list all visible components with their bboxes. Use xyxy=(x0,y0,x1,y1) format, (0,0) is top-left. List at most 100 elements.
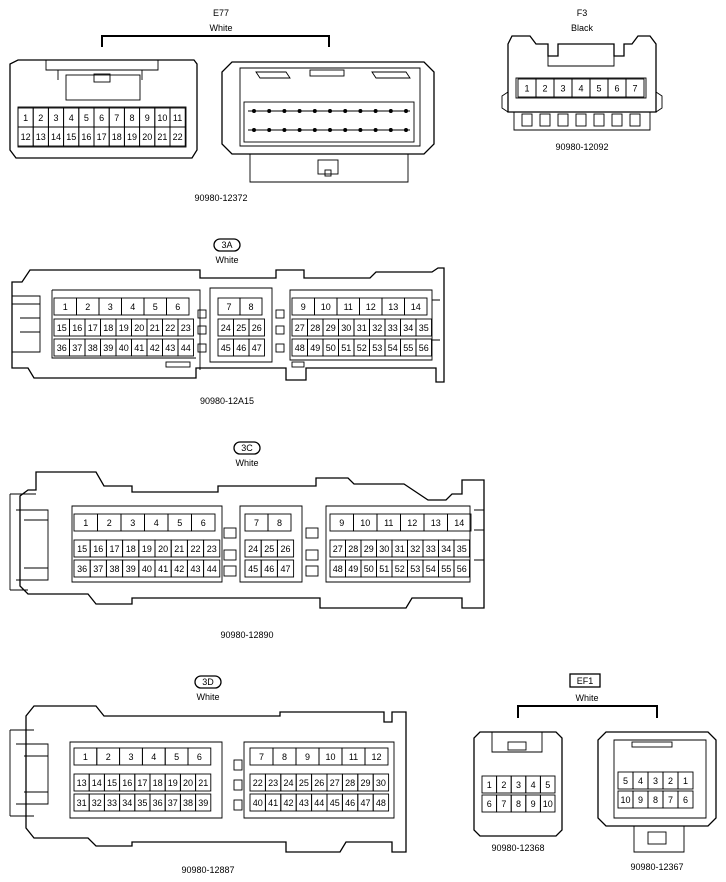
e77-right-lock-pin xyxy=(324,169,332,177)
cavity-plug xyxy=(275,343,285,353)
f3-housing xyxy=(507,35,657,113)
pin-label: 56 xyxy=(419,343,429,353)
pin-label: 7 xyxy=(254,518,259,528)
pin-label: 20 xyxy=(183,778,193,788)
pin-label: 48 xyxy=(295,343,305,353)
e77-bracket xyxy=(101,35,330,47)
pin-label: 11 xyxy=(349,752,358,762)
ef1-left-latch xyxy=(491,732,543,753)
e77-right-top-key xyxy=(309,69,345,77)
3a-id: 3A xyxy=(221,240,232,250)
pin-label: 3 xyxy=(130,518,135,528)
cavity-plug xyxy=(275,325,285,335)
pin-label: 50 xyxy=(364,564,374,574)
pin-label: 6 xyxy=(487,799,492,809)
pin-cell xyxy=(539,775,556,794)
pin-label: 48 xyxy=(376,798,386,808)
pin-label: 39 xyxy=(198,798,208,808)
pin-label: 8 xyxy=(248,302,253,312)
3c-id-badge xyxy=(233,441,261,455)
pin-label: 9 xyxy=(638,795,643,805)
terminal-dot xyxy=(343,109,348,113)
f3-tooth xyxy=(539,113,551,127)
pin-label: 26 xyxy=(314,778,324,788)
pin-label: 3 xyxy=(53,113,58,123)
pin-cell xyxy=(415,318,432,337)
f3-tooth xyxy=(611,113,623,127)
pin-cell xyxy=(364,747,389,766)
pin-label: 21 xyxy=(198,778,208,788)
pin-label: 16 xyxy=(122,778,132,788)
e77-dots xyxy=(248,109,410,132)
pin-label: 11 xyxy=(344,302,353,312)
pin-label: 6 xyxy=(614,84,619,94)
pin-label: 40 xyxy=(119,343,129,353)
pin-label: 42 xyxy=(174,564,184,574)
pin-label: 23 xyxy=(181,323,191,333)
pin-cell xyxy=(677,771,694,790)
f3-pin-area xyxy=(515,77,647,99)
pin-cell xyxy=(203,559,221,578)
pin-label: 5 xyxy=(153,302,158,312)
pin-label: 32 xyxy=(410,544,420,554)
e77-right-lock xyxy=(249,154,409,183)
ef1-right-key xyxy=(631,741,673,748)
pin-label: 10 xyxy=(360,518,370,528)
pin-label: 3 xyxy=(128,752,133,762)
pin-label: 13 xyxy=(36,132,46,142)
3a-id-badge xyxy=(213,238,241,252)
f3-id: F3 xyxy=(577,8,588,18)
pin-label: 27 xyxy=(333,544,343,554)
ef1-right-part-number: 90980-12367 xyxy=(630,862,683,872)
f3-part-number: 90980-12092 xyxy=(555,142,608,152)
pin-cell xyxy=(276,559,295,578)
terminal-dot xyxy=(388,109,393,113)
pin-label: 27 xyxy=(295,323,305,333)
pin-label: 10 xyxy=(325,752,335,762)
f3-tooth xyxy=(629,113,641,127)
e77-left-latch xyxy=(65,74,141,101)
pin-label: 28 xyxy=(310,323,320,333)
pin-label: 53 xyxy=(372,343,382,353)
pin-label: 12 xyxy=(366,302,376,312)
3a-part-number: 90980-12A15 xyxy=(200,396,254,406)
pin-label: 32 xyxy=(372,323,382,333)
e77-left-latch-rail xyxy=(45,60,159,71)
pin-label: 53 xyxy=(410,564,420,574)
pin-label: 6 xyxy=(201,518,206,528)
3a-right-block xyxy=(289,289,433,361)
pin-label: 44 xyxy=(314,798,324,808)
pin-label: 47 xyxy=(360,798,370,808)
pin-cell xyxy=(447,513,472,532)
pin-label: 10 xyxy=(157,113,167,123)
pin-cell xyxy=(453,539,470,558)
pin-label: 2 xyxy=(668,776,673,786)
pin-label: 25 xyxy=(299,778,309,788)
e77-right-cavity xyxy=(243,101,415,143)
pin-label: 23 xyxy=(268,778,278,788)
pin-label: 50 xyxy=(326,343,336,353)
pin-label: 8 xyxy=(129,113,134,123)
pin-cell xyxy=(191,513,216,532)
pin-label: 54 xyxy=(388,343,398,353)
pin-label: 3 xyxy=(653,776,658,786)
pin-label: 39 xyxy=(126,564,136,574)
pin-label: 7 xyxy=(259,752,264,762)
e77-right-inner xyxy=(239,67,421,147)
e77-id: E77 xyxy=(213,8,229,18)
terminal-dot xyxy=(388,128,393,132)
pin-label: 3 xyxy=(516,780,521,790)
f3-side-tabs xyxy=(501,72,663,113)
pin-label: 16 xyxy=(93,544,103,554)
cavity-plug xyxy=(233,799,243,811)
pin-label: 10 xyxy=(321,302,331,312)
terminal-dot xyxy=(267,128,272,132)
pin-label: 11 xyxy=(384,518,393,528)
3d-left-block xyxy=(69,741,223,819)
pin-cell xyxy=(372,793,390,812)
f3-tooth xyxy=(575,113,587,127)
